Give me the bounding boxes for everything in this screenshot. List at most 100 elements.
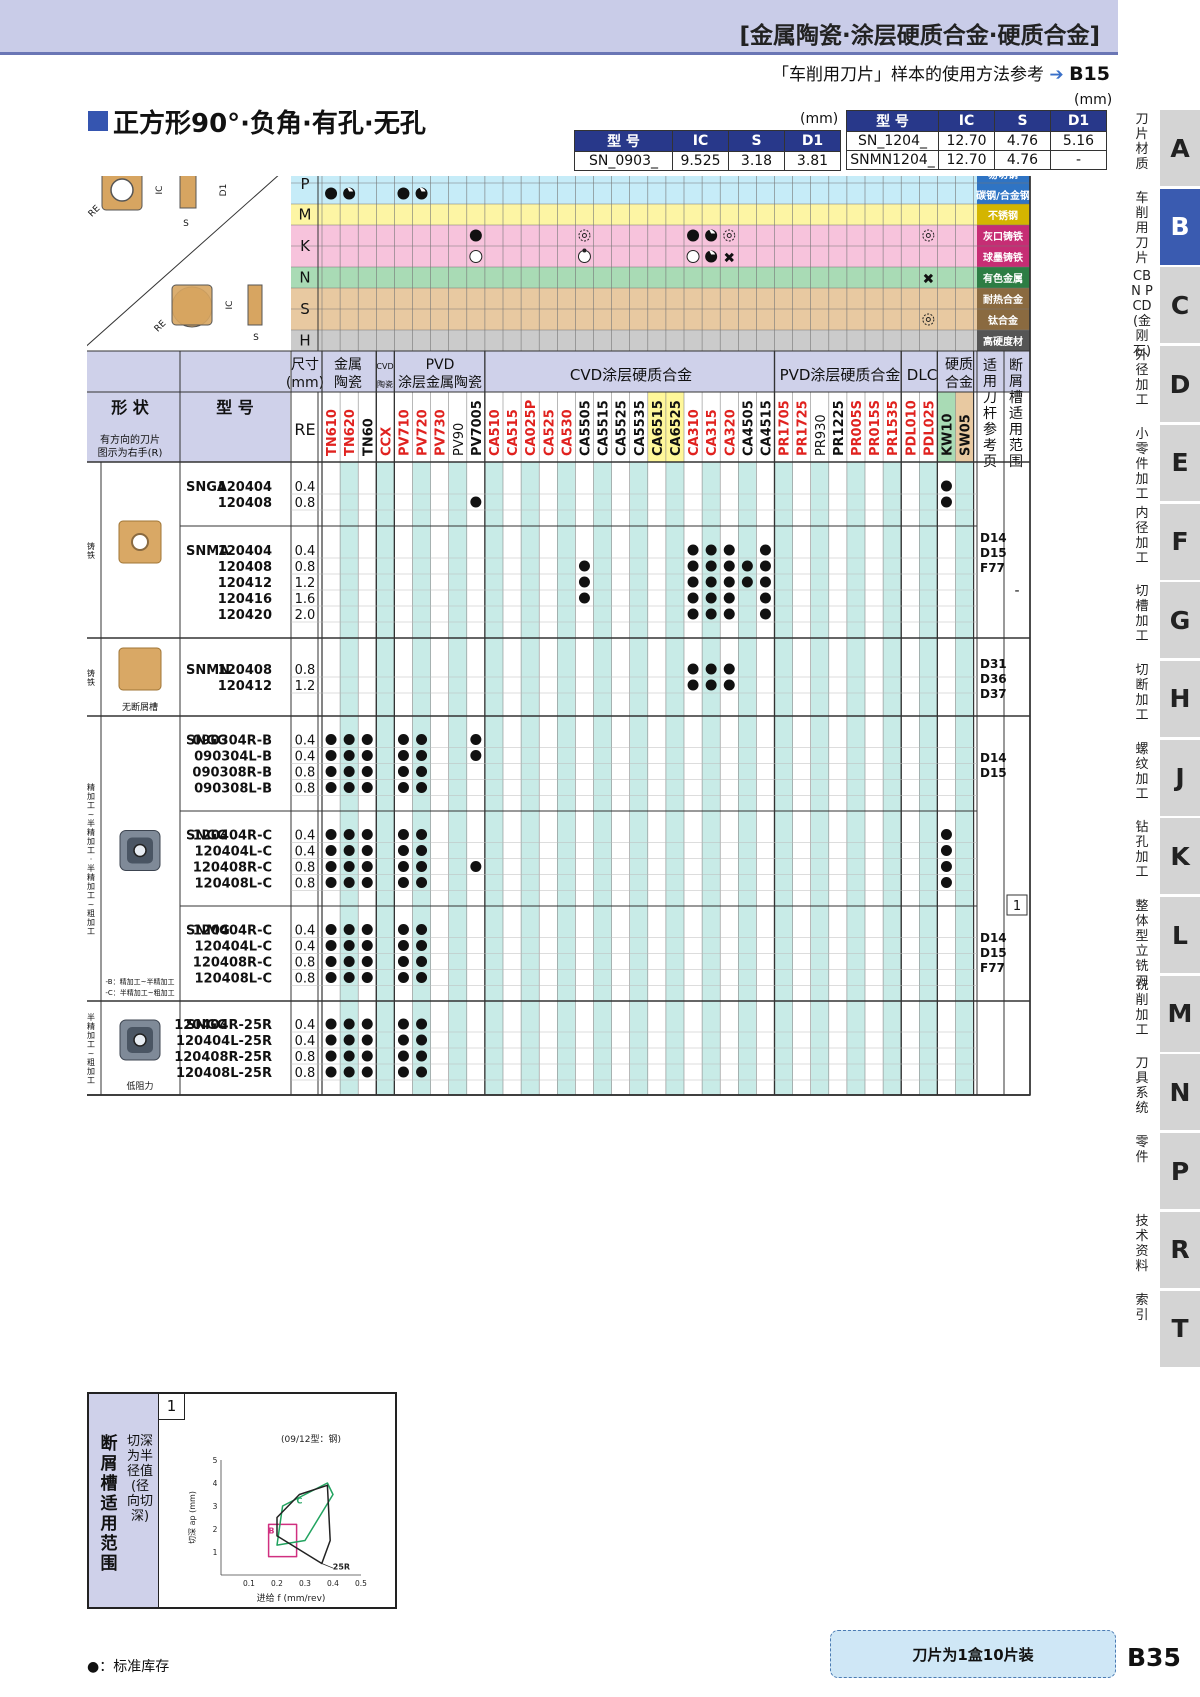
- diagram-divider: [87, 176, 279, 347]
- sidebar-tab-letter: L: [1160, 897, 1200, 973]
- workpiece-letter: M: [299, 206, 312, 224]
- grade-column-stripe: [557, 462, 576, 1095]
- material-label-bg: [977, 225, 1030, 246]
- sidebar-tab-l[interactable]: 整体型立铣刀 L: [1130, 897, 1200, 989]
- stock-dot: [416, 924, 428, 935]
- diagram-label-s: S: [183, 219, 189, 229]
- material-mark-gear: [578, 229, 591, 242]
- group-side-label: 精: [87, 872, 95, 882]
- grade-name-tn620: TN620: [343, 409, 358, 456]
- grade-column-stripe: [883, 462, 902, 1095]
- stock-dot: [361, 1066, 373, 1078]
- holder-ref-page: D14: [980, 751, 1007, 765]
- header-ref-page[interactable]: B15: [1069, 63, 1110, 85]
- stock-dot: [325, 734, 337, 745]
- chart-series-label: B: [268, 1527, 274, 1536]
- header-reference[interactable]: 「车削用刀片」样本的使用方法参考 ➔ B15: [772, 60, 1110, 85]
- holder-ref-page: D15: [980, 546, 1007, 560]
- diagram-label-ic: IC: [225, 301, 235, 310]
- col-group-label: 杆: [983, 406, 997, 422]
- re-value: 0.4: [295, 750, 316, 765]
- sidebar-tab-letter: H: [1160, 660, 1200, 737]
- stock-dot: [416, 940, 428, 951]
- chart-series-label: 25R: [333, 1562, 350, 1571]
- col-group-label: 用: [983, 374, 997, 390]
- model-number: 120408: [218, 560, 272, 575]
- stock-dot: [361, 1050, 373, 1062]
- model-number: 120404R-C: [193, 924, 272, 939]
- material-label: 有色金属: [983, 272, 1023, 285]
- spec-head: 型 号: [846, 110, 939, 132]
- stock-dot: [705, 608, 717, 620]
- stock-dot: [325, 829, 337, 840]
- group-side-label: 精: [87, 782, 95, 792]
- stock-dot: [687, 560, 699, 572]
- re-value: 0.4: [295, 845, 316, 860]
- group-side-label: 工: [87, 846, 95, 855]
- table-outline: [87, 176, 1031, 1096]
- sidebar-tab-letter: D: [1160, 346, 1200, 423]
- sidebar-tab-c[interactable]: CBN PCD(金刚石)C: [1130, 267, 1200, 359]
- stock-dot: [723, 679, 735, 691]
- stock-dot: [325, 1066, 337, 1078]
- stock-dot: [759, 608, 771, 620]
- sidebar-tab-label: 内径加工: [1135, 505, 1149, 566]
- workpiece-letter: H: [299, 332, 310, 350]
- grade-column-stripe: [665, 462, 684, 1095]
- stock-dot: [397, 829, 409, 840]
- model-number: 120404L-25R: [176, 1034, 272, 1049]
- grade-header-cell: [484, 392, 503, 462]
- stock-dot: [343, 1066, 355, 1078]
- group-side-label: 加: [87, 836, 95, 846]
- grade-name-pdl025: PDL025: [922, 400, 937, 456]
- stock-dot: [416, 766, 428, 777]
- col-group-label: 尺寸: [291, 357, 319, 373]
- grade-name-pr015s: PR015S: [868, 400, 883, 456]
- material-mark-gear: [726, 233, 732, 238]
- grade-header-cell: [358, 392, 377, 462]
- stock-dot: [397, 1066, 409, 1078]
- grade-header-cell: [937, 392, 956, 462]
- grade-name-pdl010: PDL010: [904, 400, 919, 456]
- stock-dot: [361, 1018, 373, 1030]
- workpiece-band-M: [291, 204, 1030, 225]
- stock-dot: [325, 766, 337, 777]
- workpiece-letter: N: [299, 269, 310, 287]
- grade-column-stripe: [702, 462, 721, 1095]
- re-value: 0.4: [295, 1018, 316, 1033]
- re-value: 0.8: [295, 1066, 316, 1081]
- grade-header-cell: [629, 392, 648, 462]
- stock-dot: [416, 861, 428, 872]
- grade-name-ca025p: CA025P: [524, 400, 539, 456]
- material-mark-half: [347, 187, 354, 192]
- grade-name-kw10: KW10: [940, 413, 955, 456]
- stock-dot: [416, 972, 428, 983]
- col-group-label: 硬质: [945, 357, 973, 373]
- model-number: 090304R-B: [192, 734, 272, 749]
- stock-dot: [361, 829, 373, 840]
- re-value: 0.8: [295, 663, 316, 678]
- material-mark-dot: [469, 229, 482, 242]
- sidebar-tab-label: 整体型立铣刀: [1135, 899, 1149, 989]
- model-series: SNGA: [186, 480, 227, 495]
- group-side-label: 半: [87, 1012, 95, 1022]
- stock-dot: [361, 877, 373, 888]
- re-value: 0.4: [295, 734, 316, 749]
- group-side-label: 铁: [87, 677, 95, 687]
- grade-header-cell: [846, 392, 865, 462]
- stock-dot: [397, 766, 409, 777]
